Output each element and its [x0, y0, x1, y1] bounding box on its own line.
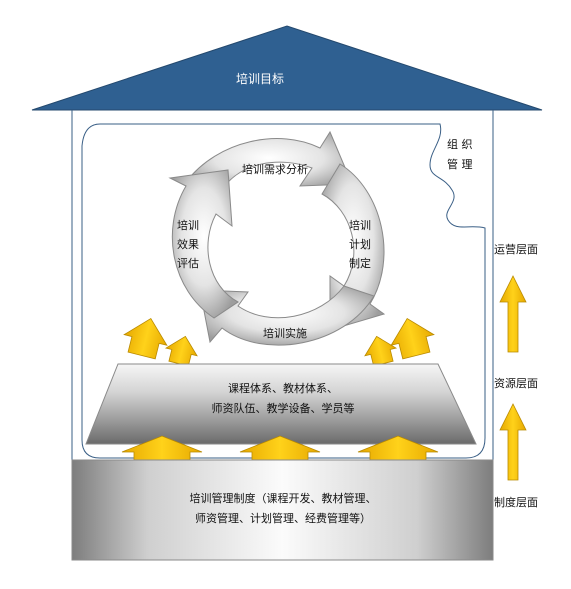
- system-foundation: [71, 459, 494, 561]
- up-arrow: [364, 335, 398, 367]
- organization-label-line1: 组 织: [447, 138, 473, 151]
- level-up-arrow-operation: [499, 275, 527, 353]
- level-label-resource: 资源层面: [494, 377, 538, 390]
- level-up-arrow-resource: [499, 403, 527, 481]
- cycle-label-plan-line3: 制定: [349, 257, 371, 270]
- cycle-label-plan-line1: 培训: [349, 219, 371, 232]
- cycle-arrow-evaluate: [168, 169, 239, 319]
- resources-platform: [85, 363, 477, 445]
- cycle-label-evaluate: 培训 效果 评估: [168, 216, 208, 273]
- level-arrows: [499, 275, 527, 481]
- resources-text-line1: 课程体系、教材体系、: [228, 382, 338, 395]
- up-arrow: [123, 318, 168, 360]
- system-text-line1: 培训管理制度（课程开发、教材管理、: [189, 492, 377, 505]
- level-label-operation: 运营层面: [494, 243, 538, 256]
- level-label-system: 制度层面: [494, 496, 538, 509]
- training-cycle-ring: [168, 130, 386, 346]
- up-arrow: [164, 335, 198, 367]
- resources-text-line2: 师资队伍、教学设备、学员等: [211, 402, 355, 415]
- system-text-line2: 师资管理、计划管理、经费管理等）: [195, 512, 371, 525]
- upward-arrows-to-cycle: [123, 318, 435, 367]
- cycle-label-implement: 培训实施: [263, 327, 307, 340]
- up-arrow: [390, 318, 435, 360]
- cycle-label-needs-analysis: 培训需求分析: [242, 163, 308, 176]
- cycle-label-evaluate-line2: 效果: [177, 238, 199, 251]
- cycle-label-evaluate-line3: 评估: [177, 257, 199, 270]
- roof-title: 培训目标: [235, 72, 284, 86]
- cycle-arrow-plan: [321, 163, 386, 331]
- cycle-label-evaluate-line1: 培训: [177, 219, 199, 232]
- organization-boundary: [81, 123, 486, 459]
- organization-label-line2: 管 理: [447, 158, 473, 171]
- cycle-label-plan-line2: 计划: [349, 238, 371, 251]
- roof-triangle: [31, 25, 543, 111]
- cycle-label-plan: 培训 计划 制定: [340, 216, 380, 273]
- cycle-arrow-implement: [199, 285, 375, 346]
